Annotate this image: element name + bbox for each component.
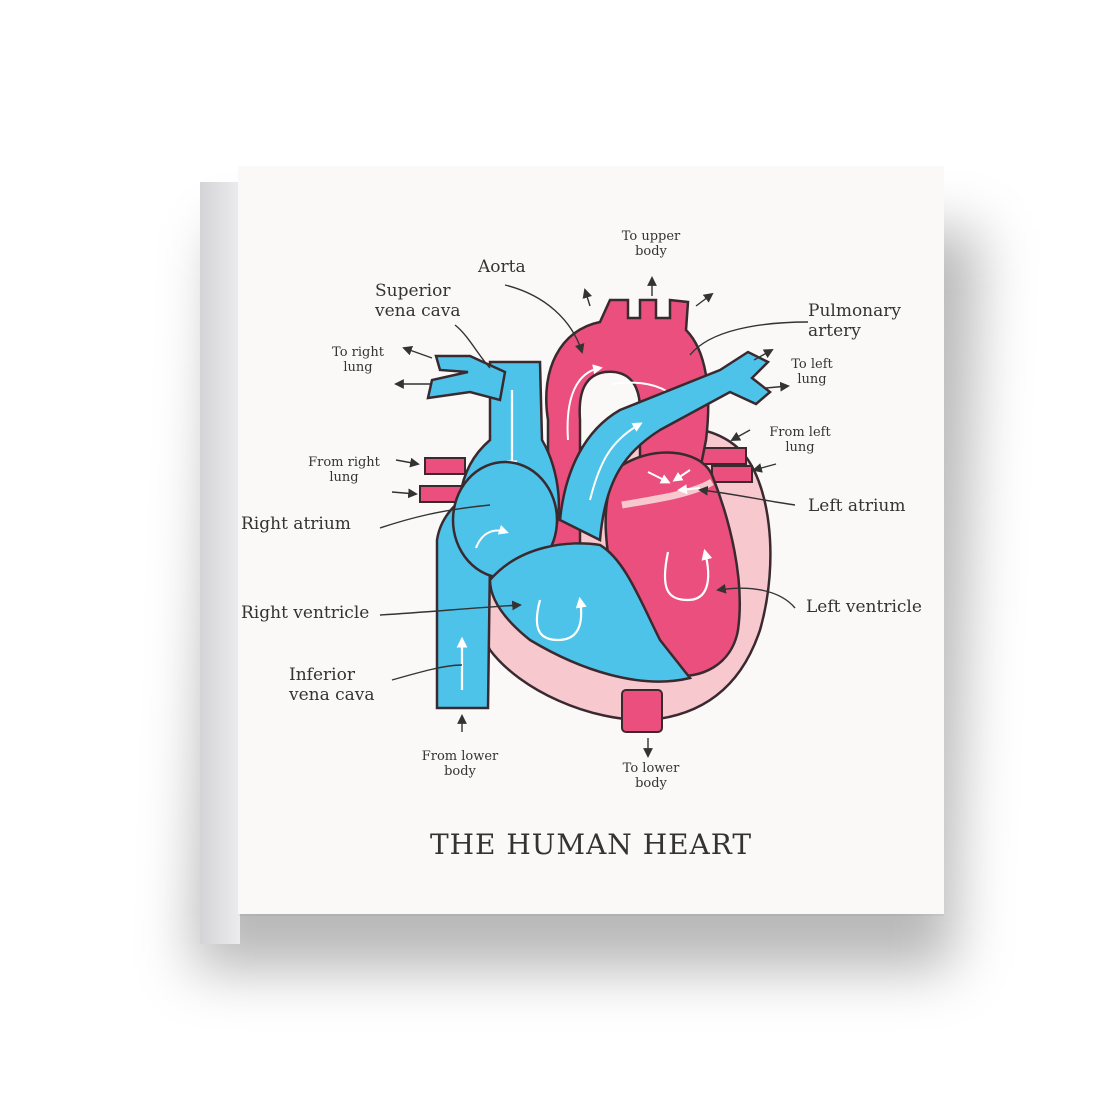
label-inferior-vena-cava: Inferior vena cava bbox=[289, 665, 375, 705]
label-from-left-lung: From left lung bbox=[769, 425, 831, 455]
label-right-atrium: Right atrium bbox=[241, 514, 351, 534]
right-pulmonary-artery-branch bbox=[426, 354, 507, 402]
label-right-ventricle: Right ventricle bbox=[241, 603, 370, 623]
descending-aorta bbox=[621, 689, 663, 733]
label-aorta: Aorta bbox=[478, 257, 526, 277]
label-pulmonary-artery: Pulmonary artery bbox=[808, 301, 901, 341]
label-left-atrium: Left atrium bbox=[808, 496, 906, 516]
label-to-upper-body: To upper body bbox=[621, 229, 681, 259]
label-superior-vena-cava: Superior vena cava bbox=[375, 281, 461, 321]
leader-lines bbox=[379, 276, 809, 758]
label-to-right-lung: To right lung bbox=[332, 345, 384, 375]
diagram-title: THE HUMAN HEART bbox=[429, 828, 753, 861]
label-left-ventricle: Left ventricle bbox=[806, 597, 922, 617]
left-pulmonary-vein-upper bbox=[699, 447, 747, 465]
label-from-right-lung: From right lung bbox=[308, 455, 380, 485]
canvas-side-edge bbox=[200, 182, 240, 944]
right-pulmonary-vein-upper bbox=[424, 457, 466, 475]
label-from-lower-body: From lower body bbox=[421, 749, 499, 779]
label-to-lower-body: To lower body bbox=[622, 761, 680, 791]
label-to-left-lung: To left lung bbox=[791, 357, 833, 387]
left-pulmonary-vein-lower bbox=[711, 465, 753, 483]
right-ventricle bbox=[488, 542, 693, 683]
pulmonary-artery bbox=[558, 350, 772, 542]
